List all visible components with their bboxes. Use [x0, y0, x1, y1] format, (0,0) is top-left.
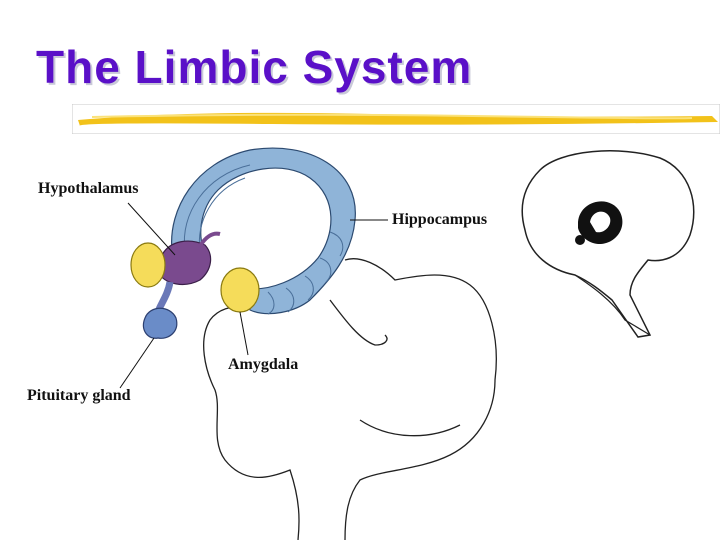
pituitary-gland-structure [142, 307, 178, 339]
title-underline [72, 104, 720, 134]
amygdala-label: Amygdala [228, 356, 299, 373]
hypothalamus-label: Hypothalamus [38, 180, 139, 197]
pituitary-gland-label: Pituitary gland [27, 387, 131, 404]
amygdala-right-structure [220, 267, 260, 313]
inset-limbic-mark [578, 201, 623, 245]
hippocampus-structure [171, 147, 356, 315]
hypothalamus-structure [157, 240, 212, 286]
pituitary-stalk [154, 281, 174, 314]
leader-lines [119, 202, 388, 389]
slide-title: The Limbic System [36, 41, 473, 93]
amygdala-left-structure [130, 242, 166, 288]
brainstem-outline [203, 258, 497, 540]
hippocampus-label: Hippocampus [392, 211, 488, 228]
hypothalamus-tuft [198, 231, 221, 248]
brain-inset [521, 150, 695, 338]
